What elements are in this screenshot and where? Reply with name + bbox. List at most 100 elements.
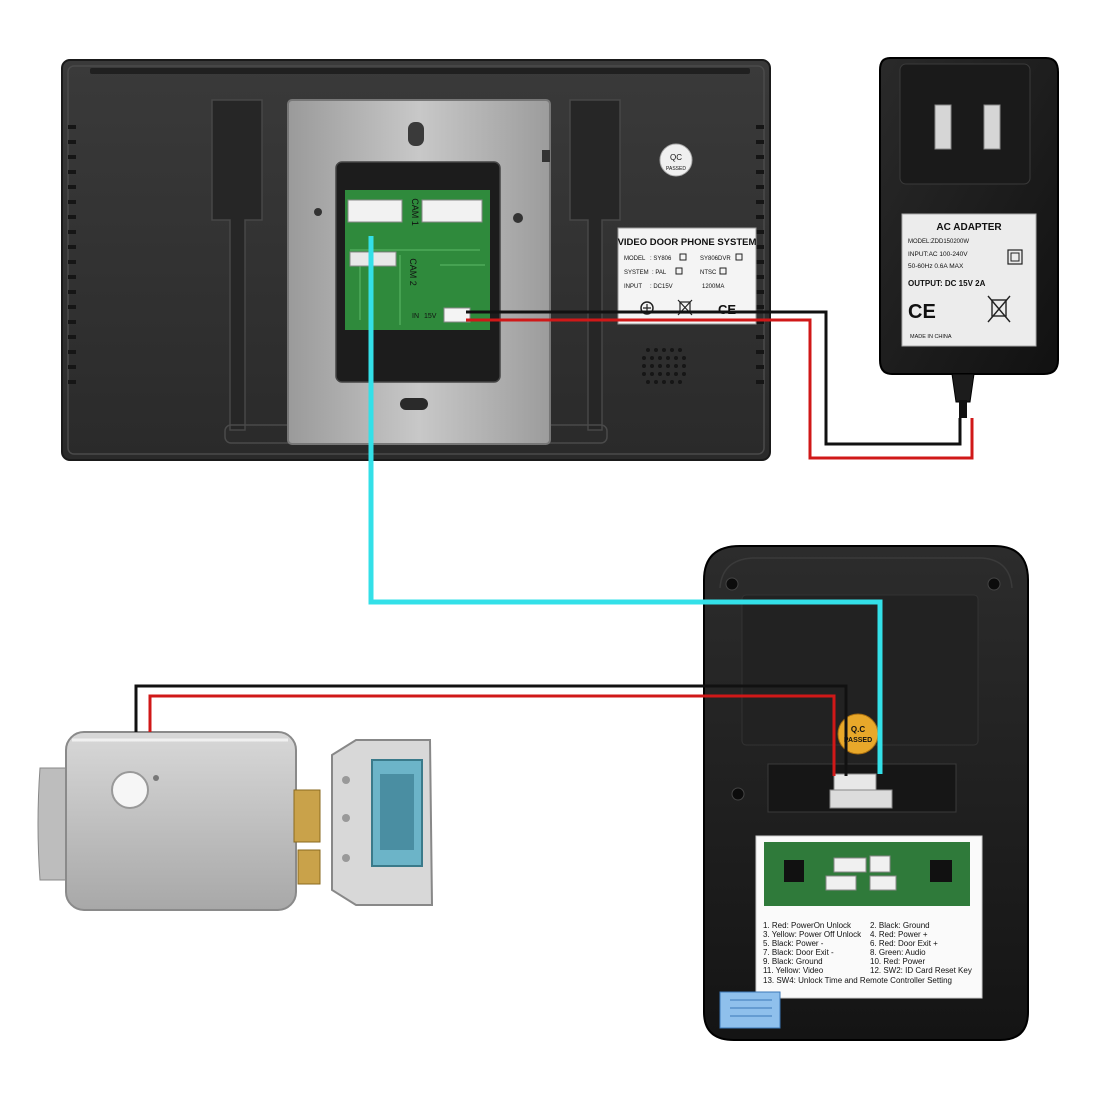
electric-lock [37,731,434,911]
camera-screw-bl [731,787,745,801]
spec-model-alt: SY806DVR [700,256,731,262]
adapter-title: AC ADAPTER [936,222,1002,233]
camera-screw-tr [987,577,1001,591]
strike-screw-3 [342,854,350,862]
legend-row-last: 13. SW4: Unlock Time and Remote Controll… [763,976,952,985]
legend-row-2-left: 5. Black: Power - [763,939,824,948]
spec-title: VIDEO DOOR PHONE SYSTEM [618,237,757,248]
legend-row-4-right: 10. Red: Power [870,957,925,966]
spec-input-current: 1200MA [702,284,724,290]
outdoor-camera-unit: Q.C PASSED 1. Red: PowerOn Unlock 2. Bla… [703,545,1029,1041]
adapter-prong-left [934,104,952,150]
camera-board-conn-4 [869,875,897,891]
spec-ce-mark: CE [718,302,736,317]
double-insulation-icon [1007,249,1023,265]
double-insulation-icon-inner [1010,252,1020,262]
camera-qc-sticker [837,713,879,755]
legend-row-5-left: 11. Yellow: Video [763,966,824,975]
camera-qc-top: Q.C [851,725,865,734]
monitor-vents-top [90,68,750,74]
spec-system-alt-box [719,267,727,275]
adapter-model: MODEL:ZDD150200W [908,239,969,245]
legend-row-3-left: 7. Black: Door Exit - [763,948,834,957]
volt-label: 15V [424,313,437,320]
cam1-connector-right [421,199,483,223]
spec-system-alt: NTSC [700,270,717,276]
adapter-weee-icon [987,295,1011,323]
adapter-input: INPUT:AC 100-240V [908,251,968,258]
qc-badge-bottom: PASSED [666,166,686,172]
monitor-side-vents [68,125,764,384]
wires [134,236,974,776]
spec-model-value: : SY806 [650,256,672,262]
legend-row-2-right: 6. Red: Door Exit + [870,939,938,948]
legend-row-3-right: 8. Green: Audio [870,948,926,957]
adapter-spec-label [901,213,1037,347]
plate-slot-top [408,122,424,146]
cam1-label: CAM 1 [410,198,420,226]
strike-screw-2 [342,814,350,822]
ac-adapter: AC ADAPTER MODEL:ZDD150200W INPUT:AC 100… [879,57,1059,418]
camera-connector-upper [833,773,877,791]
camera-board-block-2 [930,860,952,882]
spec-model-key: MODEL [624,256,646,262]
spec-input-value: : DC15V [650,284,673,290]
wire-monitor-ground [466,310,962,446]
legend-row-5-right: 12. SW2: ID Card Reset Key [870,966,972,975]
adapter-freq: 50-60Hz 0.6A MAX [908,263,964,270]
adapter-output: OUTPUT: DC 15V 2A [908,279,986,288]
adapter-ce-mark: CE [908,301,936,323]
legend-row-4-left: 9. Black: Ground [763,957,823,966]
lock-bolt-bottom [297,849,321,885]
lock-body [65,731,297,911]
legend-row-1-right: 4. Red: Power + [870,930,928,939]
plate-slot-bottom [400,398,428,410]
camera-connector-lower [829,789,893,809]
legend-row-1-left: 3. Yellow: Power Off Unlock [763,930,862,939]
in-label: IN [412,313,419,320]
lock-latch-plate [37,767,71,881]
plate-hole-mid [542,150,550,162]
camera-board-block-1 [784,860,804,882]
power-input-connector [443,307,471,323]
qc-passed-badge [659,143,693,177]
lock-cylinder [111,771,149,809]
legend-row-0-left: 1. Red: PowerOn Unlock [763,921,852,930]
wire-legend: 1. Red: PowerOn Unlock 2. Black: Ground … [763,921,972,985]
adapter-origin: MADE IN CHINA [910,334,952,340]
strike-plate-slot [380,774,414,850]
wire-monitor-power [466,318,974,460]
spec-model-box [679,253,687,261]
plate-hole-left [314,208,322,216]
adapter-strain-relief [951,373,975,403]
camera-qc-bottom: PASSED [844,737,872,744]
strike-screw-1 [342,776,350,784]
adapter-prong-right [983,104,1001,150]
cam1-connector-left [347,199,403,223]
spec-system-value: : PAL [652,270,667,276]
speaker-grille [642,348,686,384]
camera-board-conn-1 [833,857,867,873]
qc-badge-top: QC [670,153,682,162]
lock-screw [153,775,159,781]
monitor-stand-left [211,99,263,431]
spec-system-box [675,267,683,275]
camera-board-conn-3 [825,875,857,891]
legend-row-0-right: 2. Black: Ground [870,921,930,930]
monitor-stand-right [569,99,621,431]
serial-sticker-stripes [730,999,772,1017]
wire-video [368,236,883,774]
spec-input-key: INPUT [624,284,642,290]
recycle-icon [640,301,654,315]
adapter-plug-recess [899,63,1031,185]
camera-screw-tl [725,577,739,591]
spec-system-key: SYSTEM [624,270,649,276]
plate-hole-right [513,213,523,223]
camera-top-cap [719,557,1013,589]
wire-lock-power [148,694,836,776]
wire-lock-ground [134,684,848,776]
spec-model-alt-box [735,253,743,261]
lock-bolt-top [293,789,321,843]
cam2-label: CAM 2 [408,258,418,286]
